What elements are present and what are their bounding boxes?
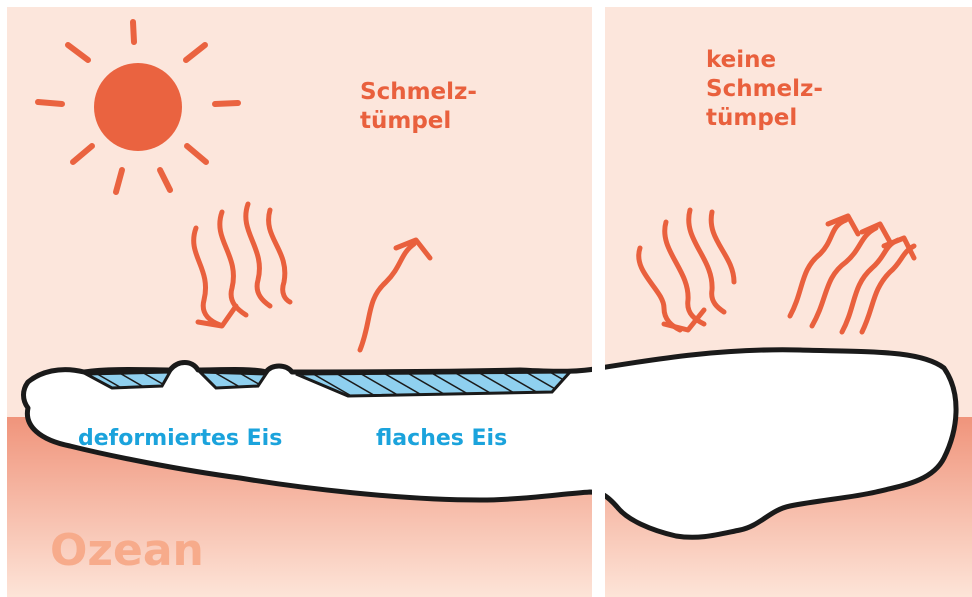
no-melt-ponds-label: keine Schmelz- tümpel [706, 46, 823, 133]
ocean-label: Ozean [50, 526, 204, 576]
no-melt-ponds-line1: keine [706, 46, 823, 75]
left-panel [7, 7, 592, 597]
melt-ponds-line1: Schmelz- [360, 78, 477, 107]
no-melt-ponds-line2: Schmelz- [706, 75, 823, 104]
no-melt-ponds-line3: tümpel [706, 104, 823, 133]
melt-pond-flat [296, 372, 570, 396]
melt-ponds-line2: tümpel [360, 107, 477, 136]
panel-divider [592, 0, 605, 597]
deformed-ice-label: deformiertes Eis [78, 426, 282, 452]
melt-ponds-label: Schmelz- tümpel [360, 78, 477, 136]
sky-left [7, 7, 592, 417]
flat-ice-label: flaches Eis [376, 426, 507, 452]
